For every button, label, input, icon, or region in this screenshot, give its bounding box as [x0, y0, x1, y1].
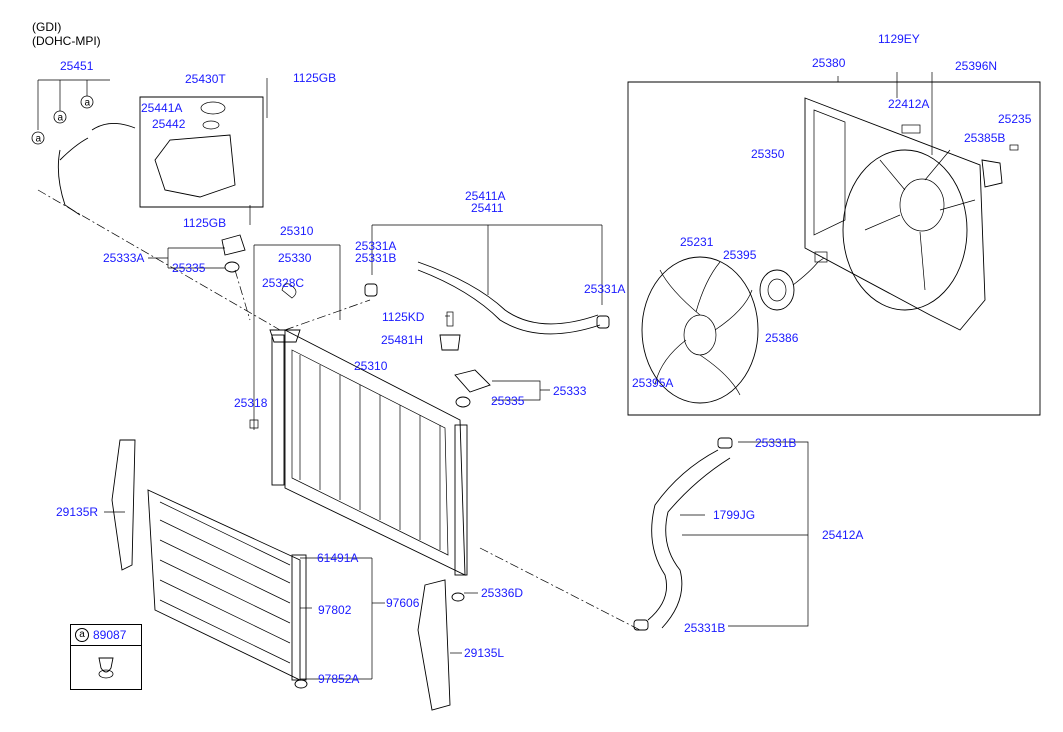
- fan-blade: [641, 256, 759, 404]
- dashed-leader: [234, 269, 251, 321]
- part-label-25442[interactable]: 25442: [152, 117, 186, 131]
- part-label-25386[interactable]: 25386: [765, 331, 799, 345]
- ref-marker-a-1-text: a: [85, 98, 91, 109]
- part-label-1125GB-top[interactable]: 1125GB: [293, 71, 337, 85]
- header-gdi: (GDI): [32, 20, 62, 34]
- legend-part-code[interactable]: 89087: [93, 628, 127, 642]
- part-label-25396N[interactable]: 25396N: [955, 59, 998, 73]
- part-label-25331B-bottom[interactable]: 25331B: [684, 621, 726, 635]
- part-label-22412A[interactable]: 22412A: [888, 97, 930, 111]
- part-label-25481H[interactable]: 25481H: [381, 333, 424, 347]
- upper-hose: [364, 224, 610, 335]
- bracket-25333: [454, 369, 550, 408]
- part-label-1799JG[interactable]: 1799JG: [713, 508, 756, 522]
- part-label-25235[interactable]: 25235: [998, 112, 1032, 126]
- part-label-25331B-top[interactable]: 25331B: [355, 251, 397, 265]
- part-label-25333A[interactable]: 25333A: [103, 251, 145, 265]
- legend-header: a 89087: [71, 625, 141, 646]
- part-label-97852A[interactable]: 97852A: [318, 672, 360, 686]
- part-label-25335-right[interactable]: 25335: [491, 394, 525, 408]
- part-label-25336D[interactable]: 25336D: [481, 586, 524, 600]
- legend-box: a 89087: [70, 624, 142, 690]
- dashed-leader: [479, 547, 641, 631]
- ref-marker-a-2-text: a: [58, 113, 64, 124]
- part-label-25328C[interactable]: 25328C: [262, 276, 305, 290]
- fan-assembly-frame: [627, 72, 1041, 416]
- ref-marker-a-3-text: a: [36, 134, 42, 145]
- dashed-leader: [284, 299, 371, 331]
- part-label-1125GB-bottom[interactable]: 1125GB: [183, 216, 227, 230]
- part-label-25395A[interactable]: 25395A: [632, 376, 674, 390]
- clip-icon: [98, 657, 114, 679]
- part-label-25380[interactable]: 25380: [812, 56, 846, 70]
- part-label-25333[interactable]: 25333: [553, 384, 587, 398]
- ref-marker-a-3: [31, 131, 45, 145]
- part-label-25451[interactable]: 25451: [60, 59, 94, 73]
- part-label-97802[interactable]: 97802: [318, 603, 352, 617]
- part-label-1125KD[interactable]: 1125KD: [382, 310, 425, 324]
- part-label-25331B-right[interactable]: 25331B: [755, 436, 797, 450]
- bracket-25333A: [148, 234, 246, 273]
- part-label-25411A[interactable]: 25411A: [465, 189, 506, 203]
- fan-motor: [759, 251, 828, 311]
- part-label-25412A[interactable]: 25412A: [822, 528, 864, 542]
- ref-marker-a-1: [80, 95, 94, 109]
- part-label-25385B[interactable]: 25385B: [964, 131, 1006, 145]
- part-label-61491A[interactable]: 61491A: [317, 551, 359, 565]
- part-label-25411[interactable]: 25411: [471, 201, 504, 215]
- condenser: [147, 489, 385, 689]
- reservoir-group: [139, 78, 268, 225]
- hose-25451: [37, 79, 136, 216]
- part-label-25335-left[interactable]: 25335: [172, 261, 206, 275]
- part-label-29135R[interactable]: 29135R: [56, 505, 99, 519]
- drain-plug: [451, 592, 465, 602]
- part-label-29135L[interactable]: 29135L: [464, 646, 505, 660]
- leader-25310-top: [249, 244, 341, 430]
- legend-marker: a: [75, 628, 89, 642]
- ref-marker-a-2: [53, 110, 67, 124]
- part-label-97606[interactable]: 97606: [386, 596, 420, 610]
- part-label-25310-mid[interactable]: 25310: [354, 359, 388, 373]
- bracket-25481H: [439, 311, 461, 351]
- part-label-25330[interactable]: 25330: [278, 251, 312, 265]
- part-label-25331A[interactable]: 25331A: [355, 239, 397, 253]
- part-label-1129EY[interactable]: 1129EY: [878, 32, 920, 46]
- air-guard-29135L: [417, 579, 462, 711]
- lower-hose: [633, 437, 809, 631]
- part-label-25441A[interactable]: 25441A: [141, 101, 183, 115]
- part-label-25231[interactable]: 25231: [680, 235, 714, 249]
- header-dohc-mpi: (DOHC-MPI): [32, 34, 101, 48]
- part-label-25310-top[interactable]: 25310: [280, 224, 314, 238]
- part-label-25430T[interactable]: 25430T: [185, 72, 226, 86]
- part-label-25318[interactable]: 25318: [234, 396, 268, 410]
- dashed-leader: [37, 189, 281, 331]
- part-label-25331A-right[interactable]: 25331A: [584, 282, 626, 296]
- part-label-25350[interactable]: 25350: [751, 147, 785, 161]
- part-label-25395[interactable]: 25395: [723, 248, 757, 262]
- radiator: [271, 329, 468, 576]
- air-guard-29135R: [104, 439, 136, 571]
